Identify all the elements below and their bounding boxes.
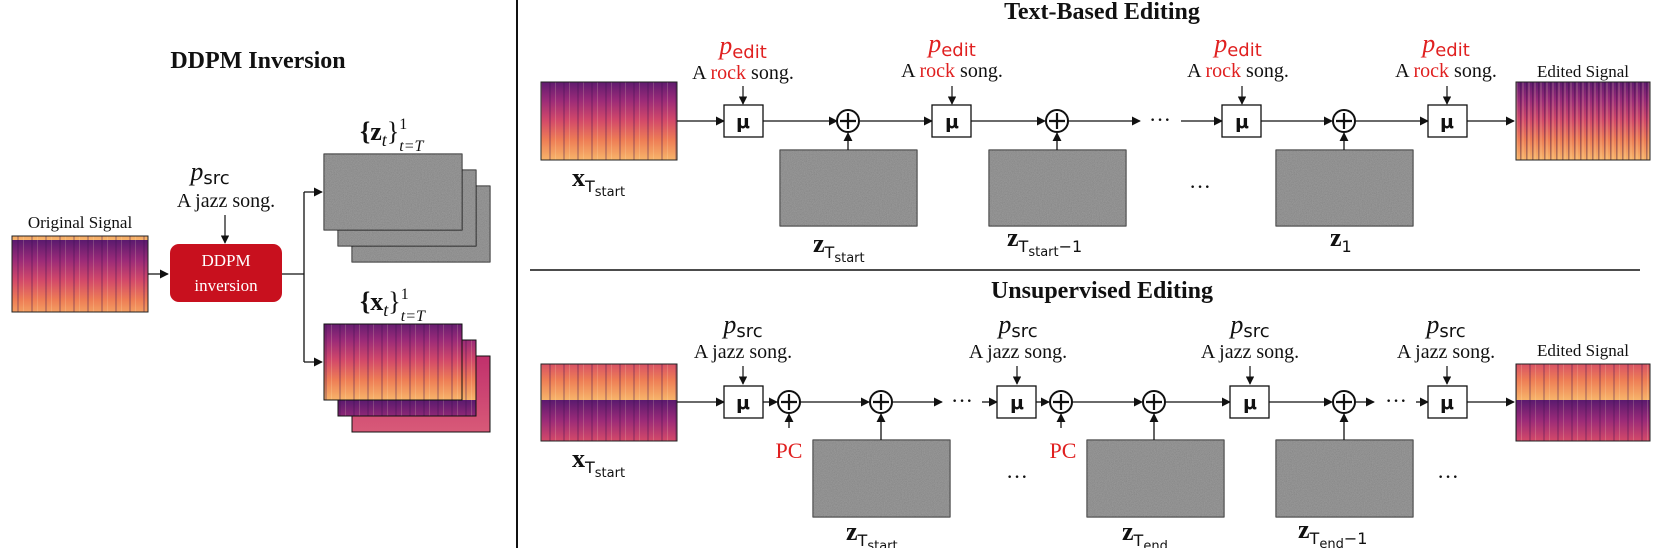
svg-text:A rock song.: A rock song. (1395, 60, 1497, 82)
svg-text:μ: μ (1440, 111, 1454, 133)
svg-text:A jazz song.: A jazz song. (694, 341, 792, 363)
plus-node (1142, 390, 1166, 414)
mu-block (996, 385, 1037, 419)
top-step-3: pedit A rock song. μ (1187, 29, 1289, 138)
svg-text:pedit: pedit (1212, 29, 1262, 61)
svg-text:pedit: pedit (1420, 29, 1470, 61)
svg-text:μ: μ (1243, 392, 1257, 414)
edited-signal-label-bottom: Edited Signal (1537, 341, 1629, 360)
svg-text:A rock song.: A rock song. (692, 62, 794, 84)
svg-text:μ: μ (1235, 111, 1249, 133)
x-start-spectrogram (540, 81, 678, 161)
top-mid-ellipsis: ··· (1189, 174, 1211, 199)
ddpm-inversion-block (170, 244, 282, 302)
plus-node (1332, 109, 1356, 133)
svg-text:A rock song.: A rock song. (901, 60, 1003, 82)
svg-text:A jazz song.: A jazz song. (1201, 341, 1299, 363)
svg-text:···: ··· (1437, 464, 1459, 489)
ddpm-title: DDPM Inversion (170, 48, 345, 74)
svg-text:DDPM: DDPM (201, 251, 250, 270)
plus-node (1045, 109, 1069, 133)
x-spectrogram-stack (323, 323, 491, 433)
top-ellipsis: ··· (1149, 107, 1171, 132)
original-signal-label: Original Signal (28, 213, 133, 232)
svg-text:psrc: psrc (996, 310, 1037, 342)
top-step-1: pedit A rock song. μ (692, 31, 794, 138)
mu-block (1427, 385, 1468, 419)
top-step-2: pedit A rock song. μ (901, 29, 1003, 138)
z-label-tend: zTend (1122, 517, 1168, 548)
unsupervised-editing-panel: Unsupervised Editing xTstart ··· ··· psr… (540, 278, 1651, 548)
svg-text:A jazz song.: A jazz song. (1397, 341, 1495, 363)
svg-text:μ: μ (1440, 392, 1454, 414)
bottom-step-1: psrc A jazz song. μ (694, 310, 792, 419)
mu-block (1427, 104, 1468, 138)
noise-z-tstart-bottom (812, 439, 951, 518)
z-label-tstart-1: zTstart−1 (1007, 223, 1082, 260)
pc-label: PC (1050, 438, 1077, 463)
svg-text:psrc: psrc (1228, 310, 1269, 342)
svg-text:pedit: pedit (717, 31, 767, 63)
p-src-symbol: psrc (188, 157, 229, 189)
mu-block (1221, 104, 1262, 138)
edited-signal-label: Edited Signal (1537, 62, 1629, 81)
mu-block (723, 385, 764, 419)
mu-block (931, 104, 972, 138)
svg-text:inversion: inversion (194, 276, 258, 295)
noise-z-tend (1086, 439, 1225, 518)
top-step-4: pedit A rock song. μ (1395, 29, 1497, 138)
pc-label: PC (776, 438, 803, 463)
plus-node (1049, 390, 1073, 414)
mu-block (1229, 385, 1270, 419)
plus-node (869, 390, 893, 414)
bottom-step-4: psrc A jazz song. μ (1397, 310, 1495, 419)
original-spectrogram (11, 235, 149, 313)
ddpm-inversion-panel: DDPM Inversion Original Signal psrc A ja… (11, 48, 491, 433)
svg-text:···: ··· (1385, 388, 1407, 413)
x-start-spectrogram-bottom (540, 363, 678, 442)
mu-block (723, 104, 764, 138)
svg-text:···: ··· (1006, 464, 1028, 489)
svg-text:μ: μ (736, 392, 750, 414)
unsupervised-title: Unsupervised Editing (991, 278, 1213, 304)
z-label-tstart: zTstart (813, 229, 865, 266)
plus-node (836, 109, 860, 133)
svg-text:pedit: pedit (926, 29, 976, 61)
bottom-step-2: psrc A jazz song. μ (969, 310, 1067, 419)
text-editing-title: Text-Based Editing (1004, 0, 1200, 25)
x-start-label: xTstart (572, 163, 625, 200)
z-label-tstart-bottom: zTstart (846, 517, 898, 548)
edited-spectrogram-bottom (1515, 363, 1651, 442)
noise-z-1 (1275, 149, 1414, 227)
noise-z-tstart (779, 149, 918, 227)
plus-node (1332, 390, 1356, 414)
text-based-editing-panel: Text-Based Editing xTstart ··· pedit A r… (540, 0, 1651, 266)
noise-z-tend-1 (1275, 439, 1414, 518)
svg-text:···: ··· (951, 388, 973, 413)
svg-text:μ: μ (736, 111, 750, 133)
z-noise-stack (323, 153, 491, 263)
svg-text:A rock song.: A rock song. (1187, 60, 1289, 82)
svg-text:μ: μ (945, 111, 959, 133)
z-label-tend-1: zTend−1 (1298, 515, 1367, 548)
plus-node (777, 390, 801, 414)
x-start-label-bottom: xTstart (572, 444, 625, 481)
noise-z-tstart-1 (988, 149, 1127, 227)
svg-text:A jazz song.: A jazz song. (969, 341, 1067, 363)
bottom-step-3: psrc A jazz song. μ (1201, 310, 1299, 419)
edited-spectrogram-top (1515, 81, 1651, 161)
src-prompt: A jazz song. (177, 190, 275, 212)
svg-text:psrc: psrc (721, 310, 762, 342)
svg-text:μ: μ (1010, 392, 1024, 414)
z-label-1: z1 (1330, 223, 1352, 256)
svg-text:psrc: psrc (1424, 310, 1465, 342)
